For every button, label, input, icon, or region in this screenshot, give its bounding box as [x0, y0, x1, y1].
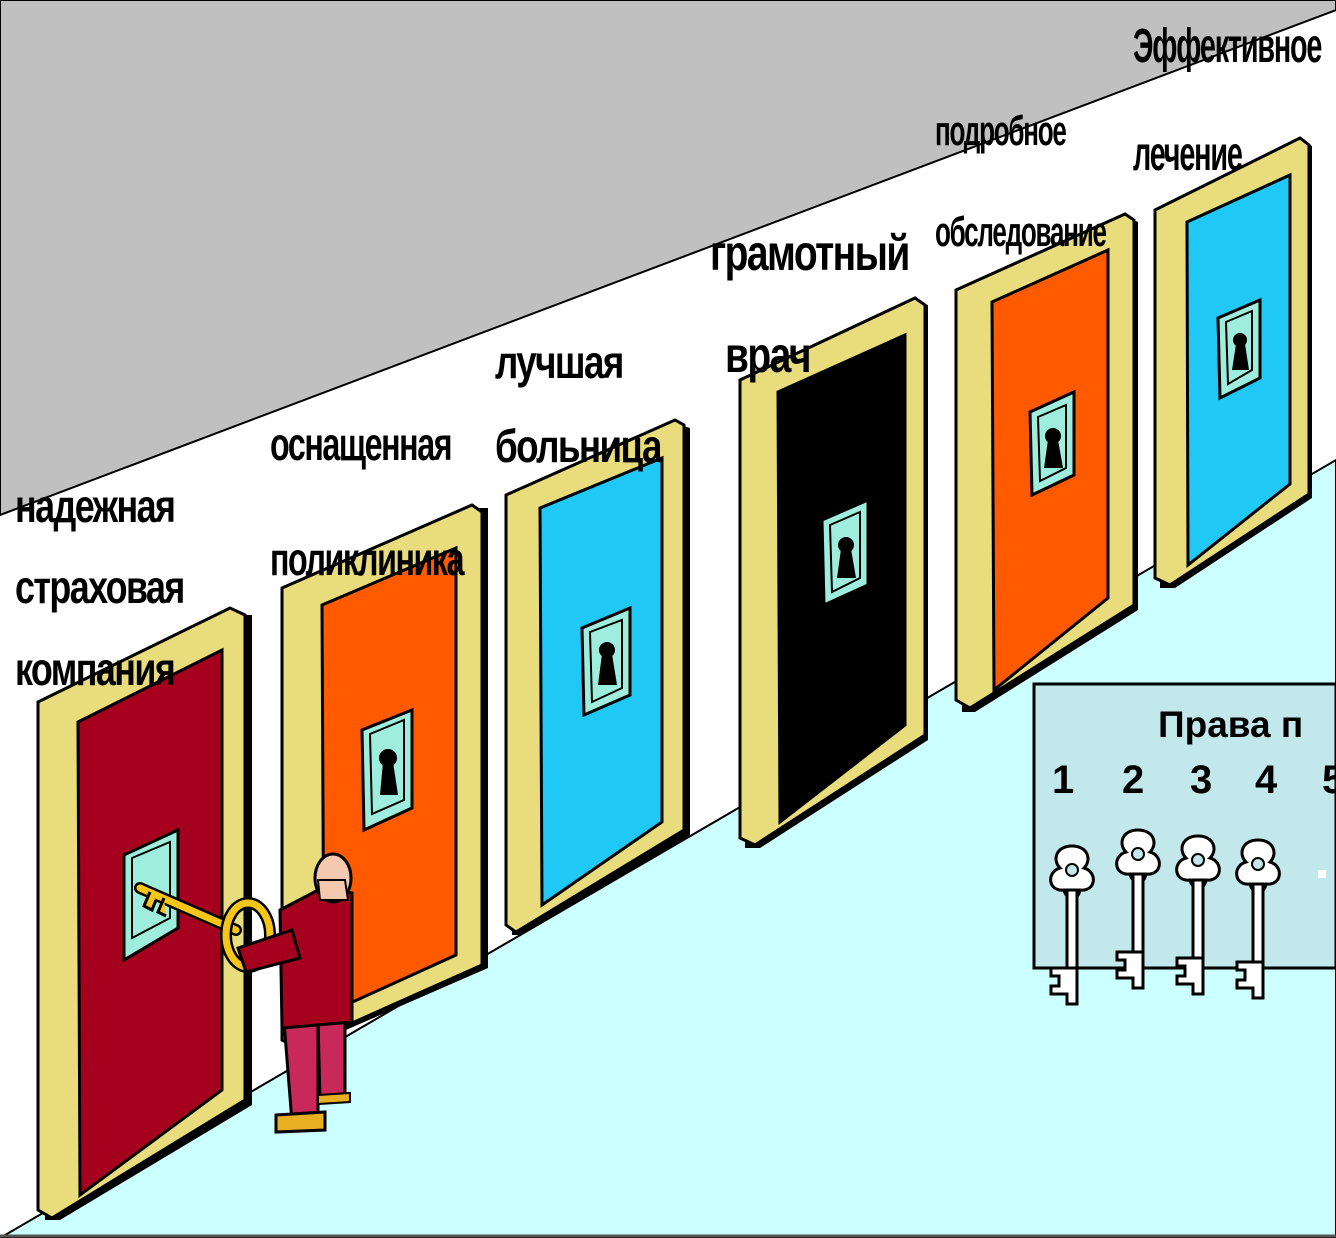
door-6-label-line-1: Эффективное: [1133, 20, 1322, 73]
door-5-label-line-2: обследование: [935, 209, 1107, 256]
rights-number-1: 1: [1052, 758, 1074, 802]
door-1-label-line-3: компания: [15, 644, 174, 695]
door-2-label-line-1: оснащенная: [270, 419, 451, 470]
rights-number-3: 3: [1190, 758, 1212, 802]
door-2-label-line-2: поликлиника: [270, 534, 465, 585]
door-3-label-line-1: лучшая: [495, 336, 623, 388]
rights-board: Права п 1 2 3 4 5: [1034, 684, 1336, 968]
door-1-label-line-1: надежная: [15, 481, 174, 532]
rights-number-4: 4: [1255, 758, 1278, 802]
door-5-label-line-1: подробное: [935, 108, 1067, 155]
rights-number-2: 2: [1122, 758, 1144, 802]
door-4-label-line-1: грамотный: [710, 224, 909, 281]
rights-board-title: Права п: [1158, 704, 1303, 745]
rights-number-5: 5: [1322, 758, 1336, 802]
door-1-label-line-2: страховая: [15, 562, 184, 613]
door-6-label-line-2: лечение: [1133, 128, 1242, 181]
door-3-label-line-2: больница: [495, 420, 663, 472]
keyhole-icon: [1030, 392, 1074, 495]
keyhole-icon: [362, 710, 412, 830]
door-4-label-line-2: врач: [725, 326, 810, 383]
keyhole-icon: [822, 500, 868, 605]
keyhole-icon: [582, 608, 630, 715]
